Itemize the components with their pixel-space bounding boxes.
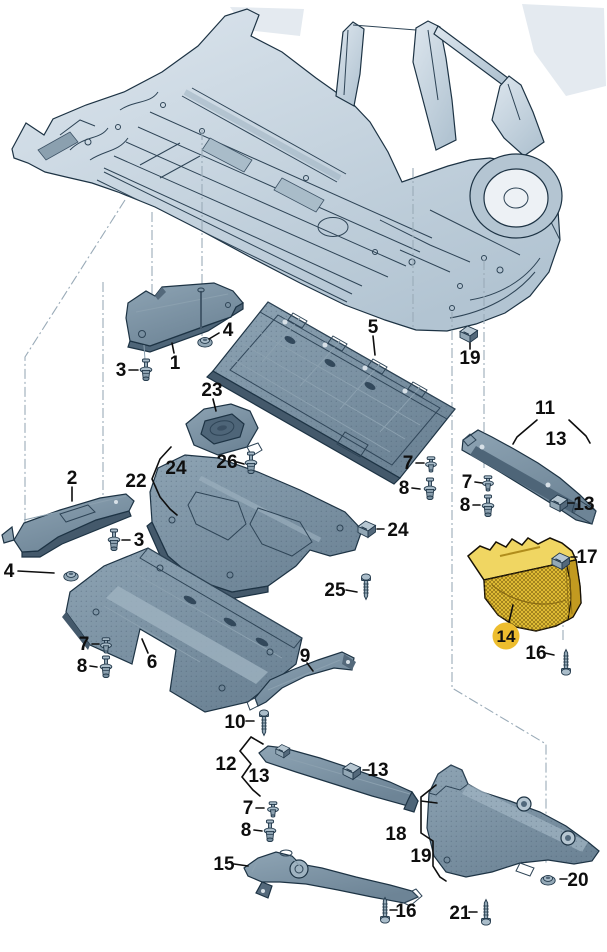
screw-head xyxy=(197,287,205,293)
highlight-badge-circle[interactable] xyxy=(492,622,520,650)
screw-icon xyxy=(561,649,571,676)
callout-5[interactable]: 5 xyxy=(368,317,379,338)
callout-14[interactable]: 14 xyxy=(497,627,516,646)
callout-2[interactable]: 2 xyxy=(67,468,78,489)
callout-4[interactable]: 4 xyxy=(223,320,234,341)
part-15-cross-member[interactable] xyxy=(243,849,423,907)
callout-16[interactable]: 16 xyxy=(525,643,546,664)
b-pillar xyxy=(335,21,365,107)
callout-13[interactable]: 13 xyxy=(545,429,566,450)
roof-rail-line xyxy=(352,24,417,31)
callout-8[interactable]: 8 xyxy=(241,820,252,841)
callout-20[interactable]: 20 xyxy=(567,870,588,891)
rear-quarter-pillar xyxy=(491,75,545,157)
expansion-rivet-icon xyxy=(481,494,495,518)
callout-19[interactable]: 19 xyxy=(410,846,431,867)
part-22-subframe-cover[interactable] xyxy=(146,454,363,600)
screw-icon xyxy=(259,709,269,736)
callout-14-badge[interactable]: 14 xyxy=(492,622,520,650)
body-shell xyxy=(11,4,606,332)
nut-icon xyxy=(63,570,79,582)
bracket-11-13 xyxy=(512,419,591,445)
expansion-rivet-icon xyxy=(263,819,277,843)
leader-lines xyxy=(17,332,591,913)
callout-24[interactable]: 24 xyxy=(165,458,187,479)
callout-21[interactable]: 21 xyxy=(449,903,471,924)
screw-icon xyxy=(361,573,371,600)
callout-9[interactable]: 9 xyxy=(300,646,311,667)
callout-1[interactable]: 1 xyxy=(170,353,181,374)
callout-7[interactable]: 7 xyxy=(243,798,254,819)
callout-19[interactable]: 19 xyxy=(459,348,480,369)
part-14-highlighted-shield[interactable] xyxy=(467,537,582,632)
parts xyxy=(1,282,600,907)
bracket-22-24 xyxy=(151,446,178,516)
part-6-rear-underbody-panel[interactable] xyxy=(62,547,303,713)
part-12-sill-strip[interactable] xyxy=(258,744,419,813)
callout-17[interactable]: 17 xyxy=(576,547,597,568)
callout-26[interactable]: 26 xyxy=(216,452,237,473)
push-rivet-icon xyxy=(482,475,494,492)
part-23-bracket-cover[interactable] xyxy=(185,403,263,457)
callout-10[interactable]: 10 xyxy=(224,712,245,733)
expansion-rivet-icon xyxy=(99,655,113,679)
push-rivet-icon xyxy=(425,456,437,473)
callout-15[interactable]: 15 xyxy=(213,854,235,875)
callout-8[interactable]: 8 xyxy=(399,478,410,499)
callout-8[interactable]: 8 xyxy=(77,656,88,677)
callout-25[interactable]: 25 xyxy=(324,580,346,601)
callout-13[interactable]: 13 xyxy=(367,760,388,781)
callout-24[interactable]: 24 xyxy=(387,520,409,541)
callout-11[interactable]: 11 xyxy=(535,398,556,419)
push-rivet-icon xyxy=(267,801,279,818)
callout-22[interactable]: 22 xyxy=(125,471,146,492)
part-5-center-underbody-panel[interactable] xyxy=(206,301,456,485)
callout-7[interactable]: 7 xyxy=(79,634,90,655)
callout-7[interactable]: 7 xyxy=(403,453,414,474)
part-2-sill-cover[interactable] xyxy=(1,493,135,558)
callout-23[interactable]: 23 xyxy=(201,380,222,401)
part-9-support-rail[interactable] xyxy=(246,651,356,711)
bracket-18-19 xyxy=(420,784,447,882)
callout-13[interactable]: 13 xyxy=(248,766,269,787)
callout-4[interactable]: 4 xyxy=(4,561,15,582)
expansion-rivet-icon xyxy=(423,477,437,501)
rear-wheel-arch xyxy=(469,153,563,239)
body-structure-detail xyxy=(37,87,560,319)
callout-6[interactable]: 6 xyxy=(147,652,158,673)
callout-7[interactable]: 7 xyxy=(462,472,473,493)
callouts: 1 2 3 3 4 4 5 6 7 7 7 7 8 8 8 8 9 10 11 … xyxy=(4,317,598,924)
ghost-shape xyxy=(522,4,606,96)
callout-3[interactable]: 3 xyxy=(116,360,127,381)
callout-12[interactable]: 12 xyxy=(215,754,236,775)
part-1-side-member-cover[interactable] xyxy=(125,282,244,361)
c-pillar xyxy=(412,20,457,151)
bracket-12-13 xyxy=(238,736,264,797)
expansion-rivet-icon xyxy=(107,528,121,552)
spare-wheel-hole xyxy=(317,217,349,237)
callout-13[interactable]: 13 xyxy=(573,494,594,515)
clip-icon xyxy=(459,325,479,344)
screw-icon xyxy=(481,899,491,926)
part-18-rear-wheel-shield[interactable] xyxy=(426,764,600,878)
nut-icon xyxy=(540,874,556,886)
callout-3[interactable]: 3 xyxy=(134,530,145,551)
screw-icon xyxy=(380,897,390,924)
callout-18[interactable]: 18 xyxy=(385,824,406,845)
callout-8[interactable]: 8 xyxy=(460,495,471,516)
callout-16[interactable]: 16 xyxy=(395,901,416,922)
expansion-rivet-icon xyxy=(139,358,153,382)
